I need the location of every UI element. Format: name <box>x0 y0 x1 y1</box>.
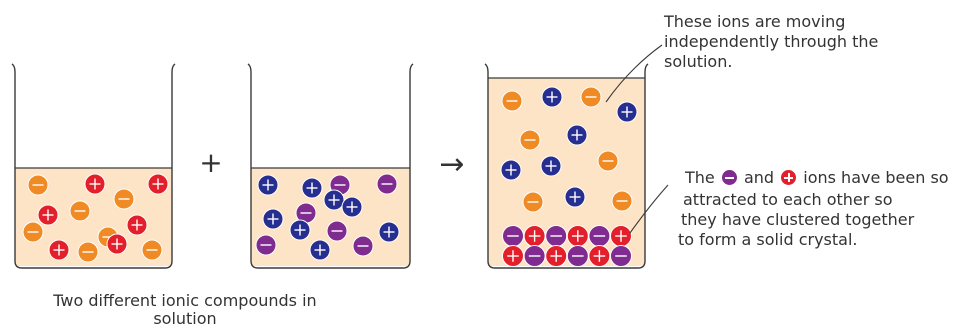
blue-positive-ion-icon <box>564 186 586 208</box>
red-positive-ion-icon <box>566 225 589 247</box>
orange-negative-ion-icon <box>597 150 619 172</box>
blue-positive-ion-icon <box>323 189 345 211</box>
blue-positive-ion-icon <box>541 86 563 108</box>
caption: Two different ionic compounds in solutio… <box>0 292 370 328</box>
callout-right-text-the: The <box>685 168 715 187</box>
pointer-line-right <box>629 184 669 234</box>
orange-negative-ion-icon <box>22 221 44 243</box>
solid-crystal <box>502 225 632 267</box>
purple-negative-ion-icon <box>588 225 611 247</box>
orange-negative-ion-icon <box>141 239 163 261</box>
blue-positive-ion-icon <box>616 101 638 123</box>
blue-positive-ion-icon <box>378 221 400 243</box>
orange-negative-ion-icon <box>519 129 541 151</box>
beaker-2 <box>247 63 414 269</box>
red-positive-ion-icon <box>84 173 106 195</box>
callout-right-line-1: The and ions have been so <box>685 168 949 188</box>
blue-positive-ion-icon <box>301 177 323 199</box>
callout-right-line-3: they have clustered together <box>681 210 915 229</box>
orange-negative-ion-icon <box>113 188 135 210</box>
blue-positive-ion-icon <box>257 174 279 196</box>
blue-positive-ion-icon <box>341 196 363 218</box>
red-positive-ion-icon <box>545 245 568 267</box>
purple-negative-ion-icon <box>255 234 277 256</box>
orange-negative-ion-icon <box>611 190 633 212</box>
red-positive-ion-icon <box>523 225 546 247</box>
red-positive-ion-icon <box>781 170 797 185</box>
blue-positive-ion-icon <box>500 159 522 181</box>
red-positive-ion-icon <box>147 173 169 195</box>
purple-negative-ion-icon <box>721 170 737 185</box>
orange-negative-ion-icon <box>77 241 99 263</box>
caption-line-1: Two different ionic compounds in <box>53 291 317 310</box>
red-positive-ion-icon <box>48 239 70 261</box>
callout-right-line-4: to form a solid crystal. <box>678 230 858 249</box>
callout-top-line-1: These ions are moving <box>664 12 846 31</box>
orange-negative-ion-icon <box>69 200 91 222</box>
red-positive-ion-icon <box>106 233 128 255</box>
callout-right-line-2: attracted to each other so <box>683 190 893 209</box>
red-positive-ion-icon <box>610 225 632 247</box>
beaker-1 <box>11 63 176 269</box>
reaction-arrow: → <box>439 147 464 182</box>
orange-negative-ion-icon <box>27 174 49 196</box>
orange-negative-ion-icon <box>580 86 602 108</box>
blue-positive-ion-icon <box>309 239 331 261</box>
purple-negative-ion-icon <box>352 235 374 257</box>
pointer-line-top <box>605 44 663 103</box>
callout-top-line-3: solution. <box>664 52 733 71</box>
blue-positive-ion-icon <box>566 124 588 146</box>
orange-negative-ion-icon <box>522 191 544 213</box>
purple-negative-ion-icon <box>326 220 348 242</box>
blue-positive-ion-icon <box>262 208 284 230</box>
red-positive-ion-icon <box>126 214 148 236</box>
purple-negative-ion-icon <box>566 245 589 267</box>
blue-positive-ion-icon <box>289 219 311 241</box>
callout-top-line-2: independently through the <box>664 32 879 51</box>
purple-negative-ion-icon <box>610 245 632 267</box>
beaker-3-outline <box>484 63 649 269</box>
purple-negative-ion-icon <box>502 225 524 247</box>
callout-moving-ions: These ions are moving independently thro… <box>664 12 964 72</box>
plus-operator: + <box>199 146 222 179</box>
purple-negative-ion-icon <box>376 173 398 195</box>
callout-right-text-rest: ions have been so <box>803 168 949 187</box>
purple-negative-ion-icon <box>523 245 546 267</box>
orange-negative-ion-icon <box>501 90 523 112</box>
beaker-3-solution <box>488 78 645 266</box>
beaker-1-outline <box>11 63 176 269</box>
red-positive-ion-icon <box>37 204 59 226</box>
red-positive-ion-icon <box>588 245 611 267</box>
purple-negative-ion-icon <box>545 225 568 247</box>
red-positive-ion-icon <box>502 245 524 267</box>
caption-line-2: solution <box>153 309 217 328</box>
blue-positive-ion-icon <box>540 155 562 177</box>
beaker-3 <box>484 63 649 269</box>
beaker-2-outline <box>247 63 414 269</box>
callout-right-text-and: and <box>743 168 775 187</box>
